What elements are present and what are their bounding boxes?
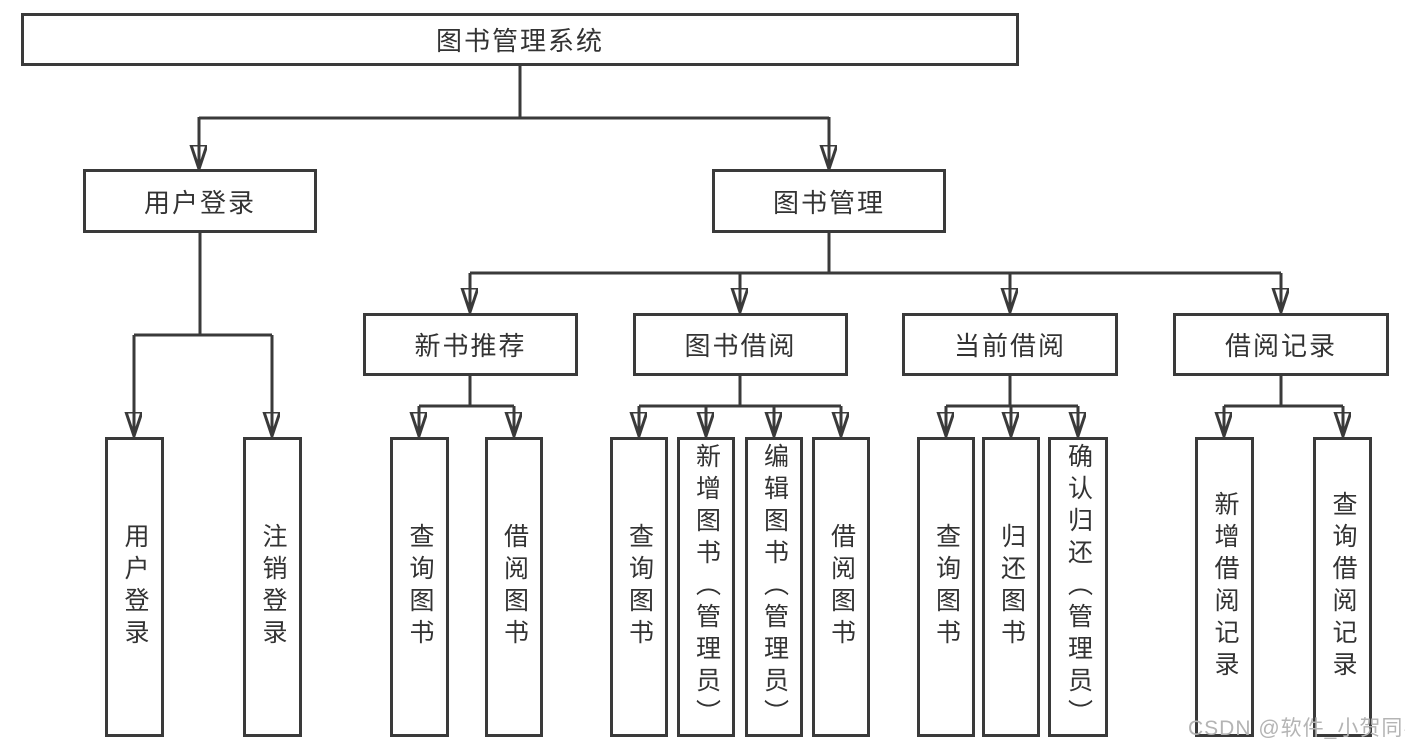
leaf-user-login: 用户登录 [105, 437, 164, 737]
leaf-return-book: 归还图书 [982, 437, 1040, 737]
leaf-query-books-current: 查询图书 [917, 437, 975, 737]
node-current-borrow: 当前借阅 [902, 313, 1118, 376]
leaf-borrow-books-recommend: 借阅图书 [485, 437, 543, 737]
node-root: 图书管理系统 [21, 13, 1019, 66]
leaf-confirm-return-admin: 确认归还（管理员） [1048, 437, 1108, 737]
leaf-add-borrow-record: 新增借阅记录 [1195, 437, 1254, 737]
leaf-query-books-borrow: 查询图书 [610, 437, 668, 737]
leaf-logout: 注销登录 [243, 437, 302, 737]
leaf-query-borrow-record: 查询借阅记录 [1313, 437, 1372, 737]
node-book-management: 图书管理 [712, 169, 946, 233]
node-user-login: 用户登录 [83, 169, 317, 233]
node-book-borrow: 图书借阅 [633, 313, 848, 376]
leaf-query-books-recommend: 查询图书 [390, 437, 449, 737]
leaf-borrow-books: 借阅图书 [812, 437, 870, 737]
node-borrow-records: 借阅记录 [1173, 313, 1389, 376]
leaf-add-book-admin: 新增图书（管理员） [677, 437, 735, 737]
node-new-book-recommend: 新书推荐 [363, 313, 578, 376]
watermark: CSDN @软件_小贺同学 [1188, 717, 1405, 740]
leaf-edit-book-admin: 编辑图书（管理员） [745, 437, 803, 737]
